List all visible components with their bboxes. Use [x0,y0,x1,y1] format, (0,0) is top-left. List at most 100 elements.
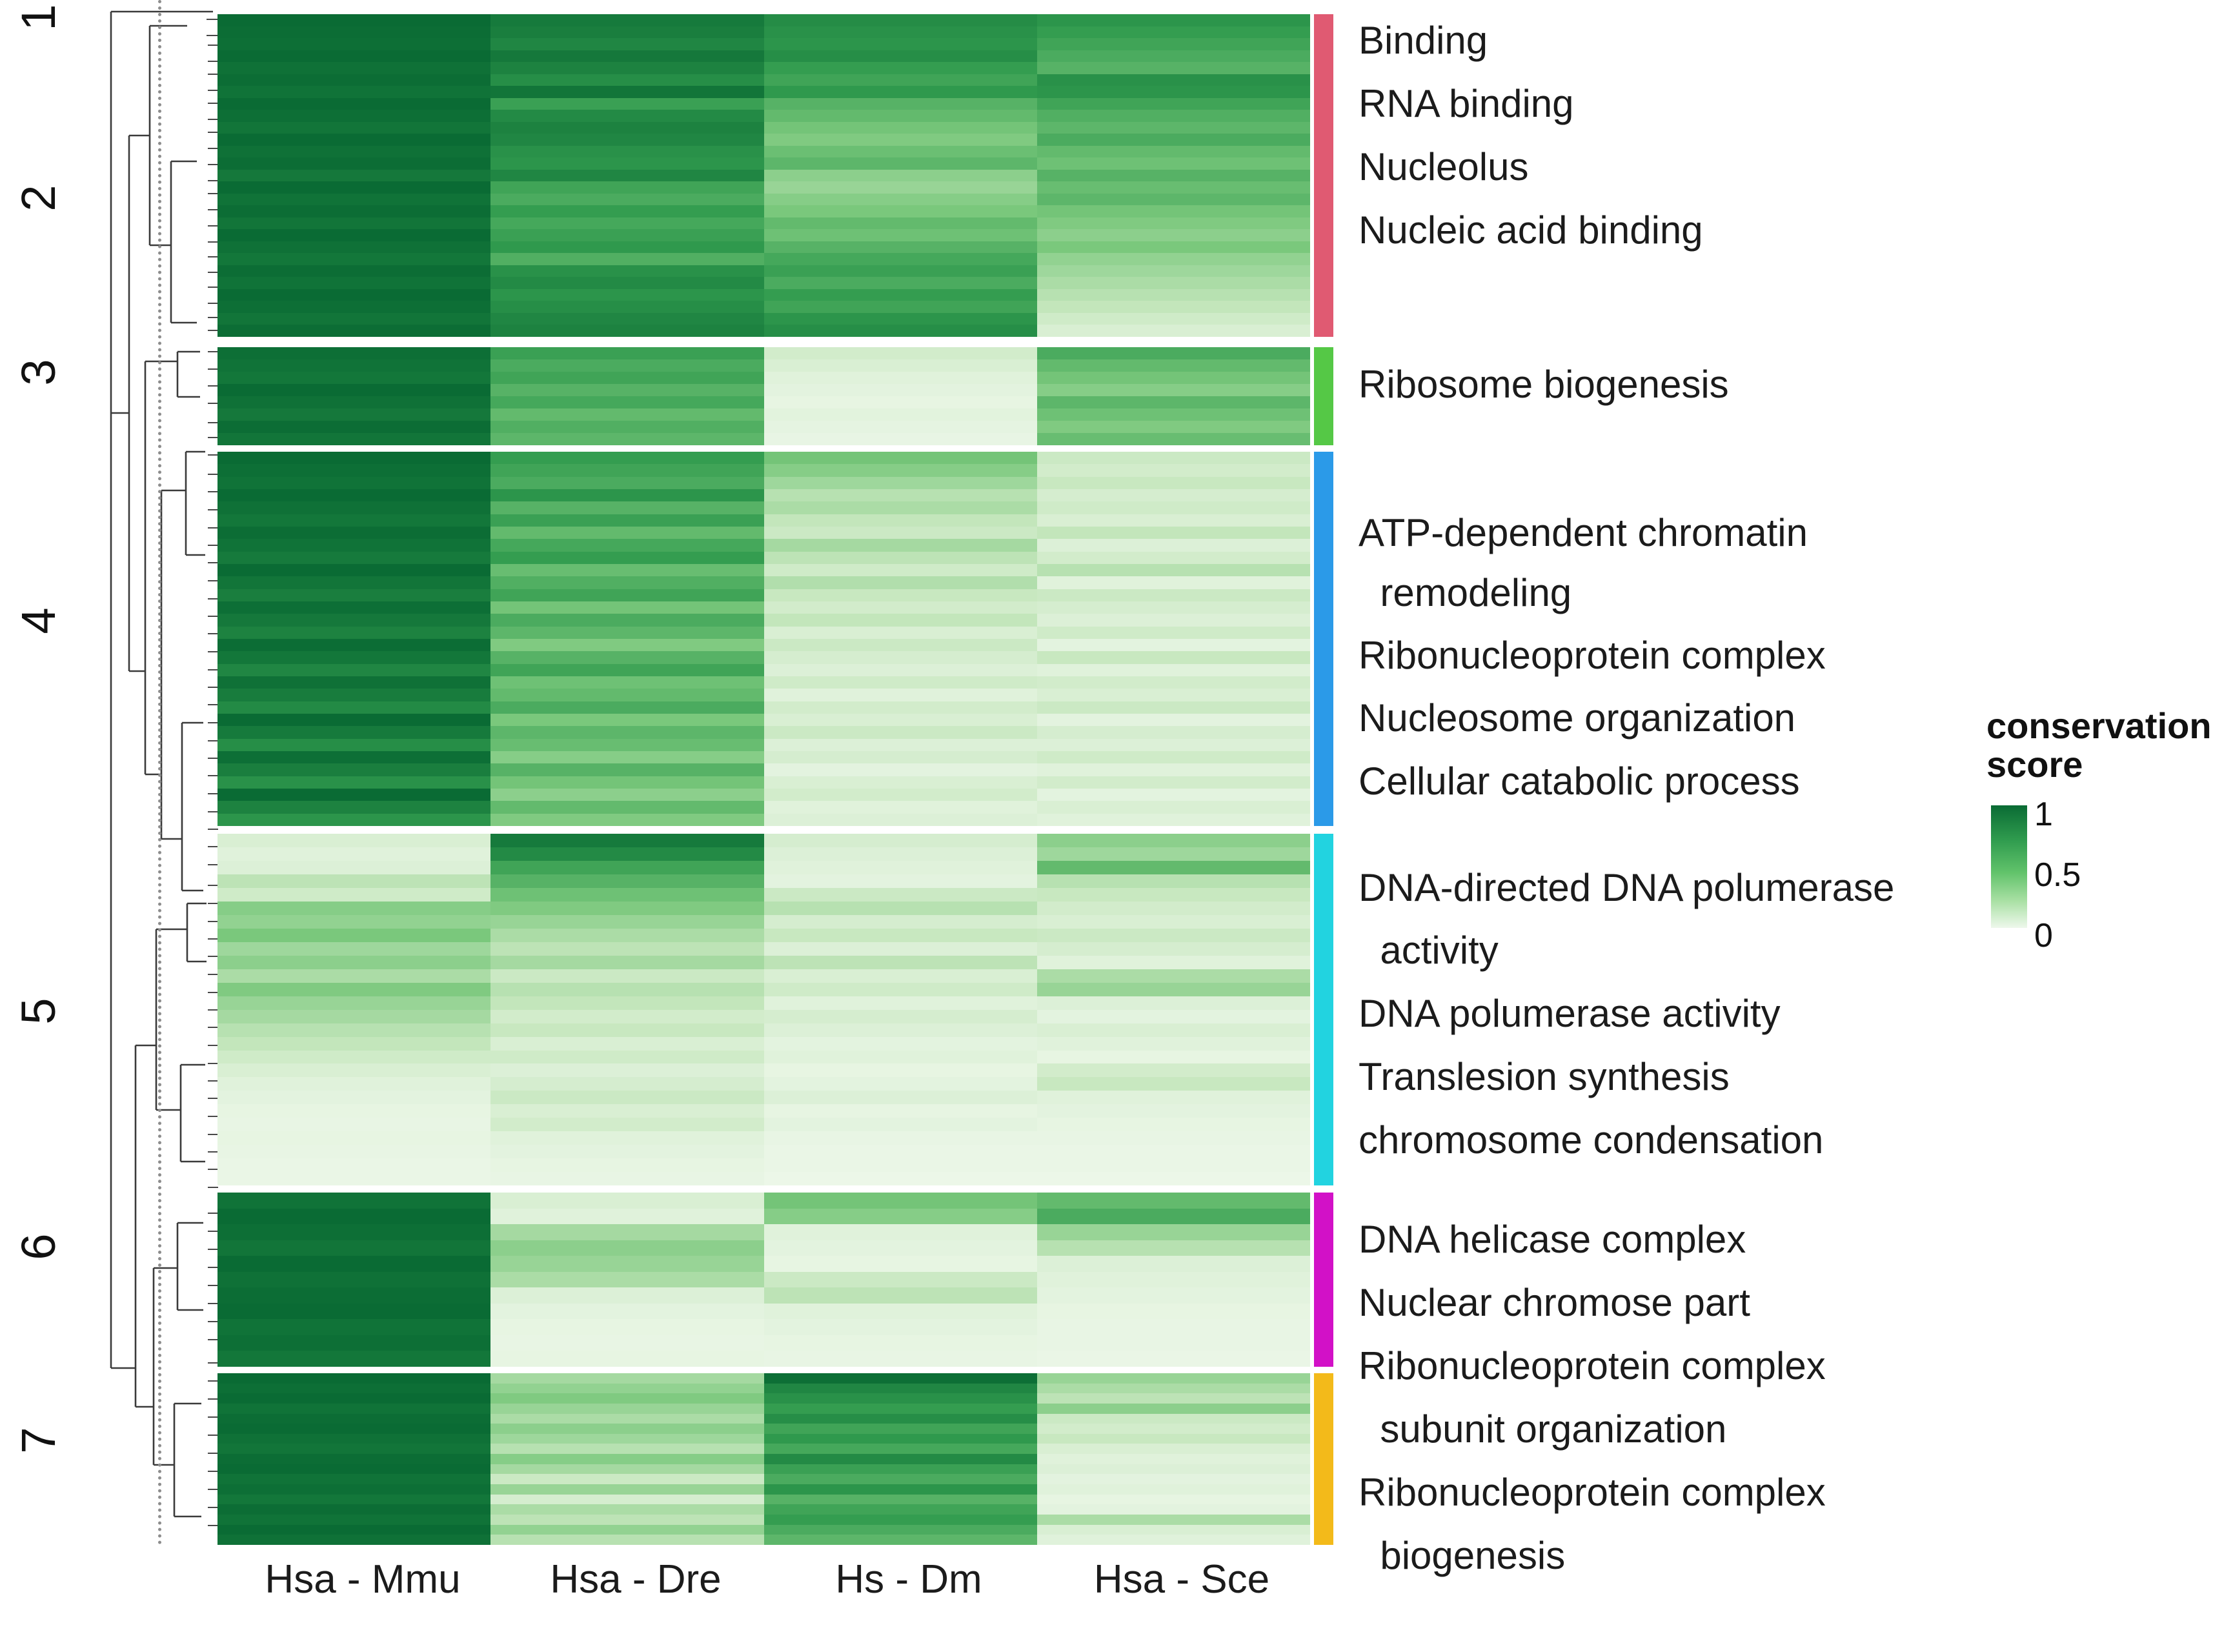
heatmap-cell [763,801,1037,814]
heatmap-cell [1036,914,1310,929]
heatmap-cell [763,38,1037,50]
heatmap-cell [763,847,1037,861]
heatmap-cell [217,1118,491,1132]
cluster-number-3: 3 [12,359,65,386]
heatmap-row [217,1319,1310,1335]
cluster-number-7: 7 [12,1427,65,1454]
heatmap-cell [763,551,1037,564]
heatmap-cell [217,62,491,74]
heatmap-cell [490,526,764,539]
heatmap-cell [1036,638,1310,652]
heatmap-cell [763,763,1037,776]
heatmap-cell [763,576,1037,589]
heatmap-row [217,1403,1310,1414]
heatmap-cell [763,1454,1037,1464]
heatmap-cell [763,464,1037,477]
heatmap-cell [1036,288,1310,301]
term-label-nucleic-acid-binding: Nucleic acid binding [1359,208,1703,252]
heatmap-row [217,638,1310,652]
heatmap-cell [1036,1535,1310,1545]
heatmap-cell [1036,1303,1310,1320]
heatmap-cell [217,145,491,158]
heatmap-cell [763,788,1037,801]
heatmap-row [217,312,1310,325]
heatmap-cell [490,860,764,874]
heatmap-cell [763,181,1037,194]
heatmap-cell [1036,1373,1310,1384]
heatmap-row [217,738,1310,751]
heatmap-cell [490,813,764,826]
heatmap-cell [490,1393,764,1404]
heatmap-cell [763,408,1037,421]
heatmap-cell [490,726,764,739]
heatmap-cell [490,1208,764,1225]
heatmap-cell [490,514,764,527]
heatmap-row [217,626,1310,639]
heatmap-cell [763,901,1037,915]
heatmap-cell [763,86,1037,98]
heatmap-row [217,563,1310,577]
heatmap-row [217,860,1310,874]
heatmap-cell [763,955,1037,969]
heatmap-cell [1036,1335,1310,1351]
heatmap-cell [217,763,491,776]
heatmap-cell [763,277,1037,289]
heatmap-row [217,1535,1310,1545]
heatmap-cell [1036,38,1310,50]
heatmap-row [217,50,1310,63]
heatmap-cell [490,134,764,146]
heatmap-row [217,1256,1310,1272]
heatmap-cell [763,982,1037,996]
heatmap-cell [763,452,1037,465]
term-label-nucleosome-organization: Nucleosome organization [1359,696,1796,740]
heatmap-cell [217,969,491,983]
heatmap-cell [1036,1077,1310,1091]
heatmap-cell [763,1373,1037,1384]
heatmap-cell [490,969,764,983]
heatmap-cell [490,1413,764,1424]
heatmap-cell [217,1172,491,1186]
heatmap-row [217,969,1310,983]
heatmap-cell [1036,501,1310,514]
heatmap-row [217,476,1310,489]
heatmap-cell [217,1474,491,1485]
heatmap-cell [1036,1393,1310,1404]
heatmap-row [217,110,1310,122]
heatmap-cell [217,776,491,789]
heatmap-cell [763,1444,1037,1455]
heatmap-cell [1036,1009,1310,1023]
heatmap-row [217,62,1310,74]
heatmap-cell [1036,813,1310,826]
heatmap-cell [763,750,1037,764]
heatmap-cell [490,464,764,477]
heatmap-cell [490,181,764,194]
heatmap-cell [490,763,764,776]
heatmap-cell [763,601,1037,614]
heatmap-cell [490,277,764,289]
heatmap-cell [763,384,1037,396]
heatmap-cell [1036,676,1310,689]
heatmap-cell [217,539,491,552]
heatmap-cell [763,50,1037,63]
heatmap-row [217,86,1310,98]
heatmap-row [217,1433,1310,1444]
heatmap-cell [1036,982,1310,996]
heatmap-row [217,1208,1310,1225]
heatmap-row [217,1494,1310,1505]
heatmap-cell [490,887,764,902]
term-label-atp-dependent-chromatin: ATP-dependent chromatin [1359,511,1808,554]
heatmap-cell [763,1023,1037,1037]
heatmap-cell [217,750,491,764]
heatmap-cell [490,955,764,969]
heatmap-cell [1036,359,1310,372]
heatmap-cell [1036,217,1310,230]
heatmap-row [217,372,1310,384]
heatmap-cell [217,372,491,384]
heatmap-row [217,1224,1310,1240]
heatmap-cell [1036,169,1310,182]
heatmap-cell [1036,325,1310,337]
heatmap-cell [1036,576,1310,589]
heatmap-cell [1036,1403,1310,1414]
heatmap-cell [490,1303,764,1320]
